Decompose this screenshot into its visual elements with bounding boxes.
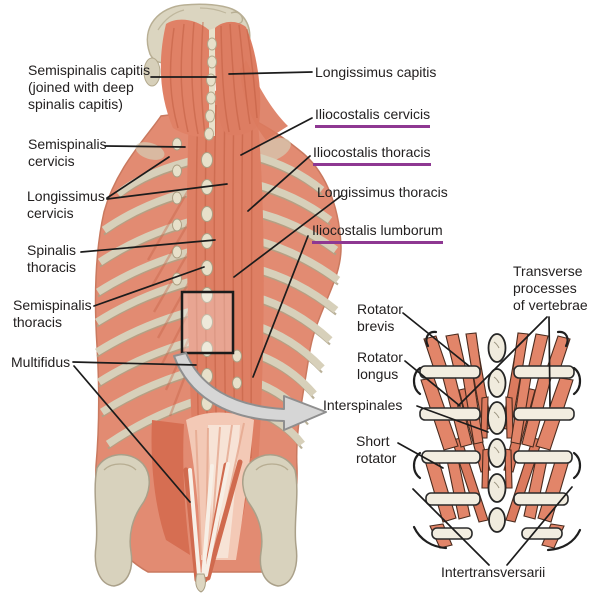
transverse-process-bars — [419, 365, 575, 540]
label-longissimus-capitis: Longissimus capitis — [315, 64, 437, 80]
label-rotator-brevis: Rotator brevis — [357, 301, 403, 334]
right-iliac-wing — [242, 454, 298, 587]
zoom-arrow-icon — [173, 352, 327, 431]
label-interspinales: Interspinales — [323, 397, 403, 413]
vertebral-column — [487, 333, 507, 533]
label-transverse-processes: Transverse processes of vertebrae — [513, 263, 588, 313]
label-semispinalis-thoracis: Semispinalis thoracis — [13, 297, 92, 330]
label-iliocostalis-thoracis: Iliocostalis thoracis — [313, 144, 431, 166]
label-intertransversarii: Intertransversarii — [441, 564, 546, 580]
label-semispinalis-capitis: Semispinalis capitis (joined with deep s… — [28, 62, 151, 112]
label-short-rotator: Short rotator — [356, 433, 397, 466]
main-figure — [94, 3, 342, 593]
label-longissimus-cervicis: Longissimus cervicis — [27, 188, 105, 221]
inset-figure — [412, 330, 582, 552]
detail-region-box — [180, 290, 235, 355]
label-multifidus: Multifidus — [11, 354, 71, 370]
label-semispinalis-cervicis: Semispinalis cervicis — [28, 136, 107, 169]
coccyx — [195, 573, 206, 593]
leader-lines — [72, 71, 573, 566]
label-longissimus-thoracis: Longissimus thoracis — [317, 184, 448, 200]
label-iliocostalis-lumborum: Iliocostalis lumborum — [312, 222, 443, 244]
label-rotator-longus: Rotator longus — [357, 349, 403, 382]
label-iliocostalis-cervicis: Iliocostalis cervicis — [315, 106, 431, 128]
label-spinalis-thoracis: Spinalis thoracis — [27, 242, 77, 275]
left-iliac-wing — [94, 454, 150, 587]
pelvis-region — [94, 412, 298, 593]
neck-muscles — [160, 19, 288, 141]
